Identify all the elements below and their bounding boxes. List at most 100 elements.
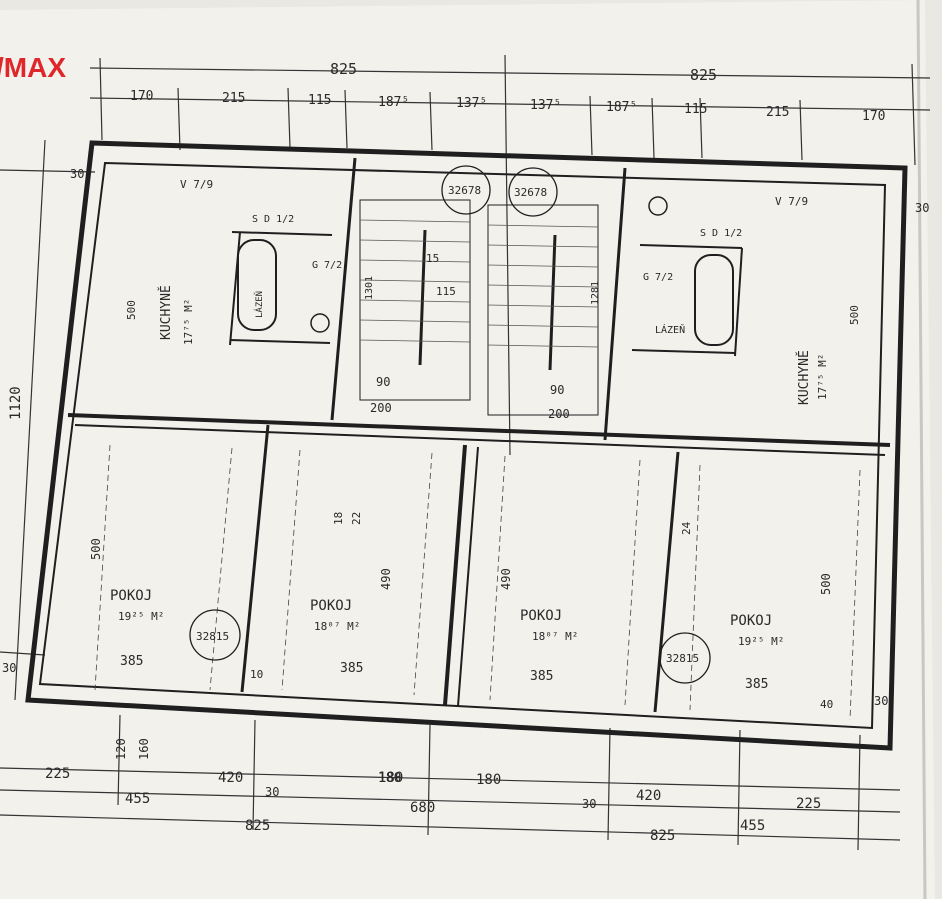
dim-top-seg-5: 137⁵ bbox=[456, 96, 487, 111]
room-kitchen-right-area: 17⁷⁵ M² bbox=[816, 354, 829, 400]
label-180-bottom: 180 bbox=[378, 771, 401, 786]
dim-top-seg-10: 170 bbox=[862, 109, 885, 124]
label-90-right: 90 bbox=[550, 383, 564, 397]
dim-bottom-r2-4: 30 bbox=[582, 797, 596, 811]
room-left-height: 500 bbox=[89, 538, 103, 560]
room-kitchen-left-area: 17⁷⁵ M² bbox=[182, 299, 195, 345]
basin-left bbox=[310, 313, 330, 333]
label-1301: 1301 bbox=[364, 276, 375, 300]
dim-bottom-seg-6: 225 bbox=[796, 796, 821, 812]
dim-top-right: 825 bbox=[690, 66, 717, 84]
dim-bottom-seg-2: 420 bbox=[218, 770, 243, 786]
marker-text-1: 32678 bbox=[448, 184, 481, 197]
label-160-bottom-left: 160 bbox=[137, 738, 151, 760]
room-mid-right-name: POKOJ bbox=[520, 608, 562, 624]
dim-top-seg-7: 187⁵ bbox=[606, 100, 637, 115]
dim-top-seg-4: 187⁵ bbox=[378, 95, 409, 110]
bathtub-right bbox=[694, 254, 734, 346]
room-mid-left-width: 385 bbox=[340, 661, 363, 676]
label-200-stairs-left: 200 bbox=[370, 401, 392, 415]
label-1281: 1281 bbox=[590, 281, 601, 305]
label-40-right: 40 bbox=[820, 698, 833, 711]
room-mid-left-name: POKOJ bbox=[310, 598, 352, 614]
room-left-area: 19²⁵ M² bbox=[118, 610, 164, 623]
dim-top-seg-9: 215 bbox=[766, 105, 789, 120]
dim-bottom-seg-4: 180 bbox=[476, 772, 501, 788]
basin-right bbox=[648, 196, 668, 216]
label-22-mid-left: 22 bbox=[350, 512, 363, 525]
label-10-mid-left: 10 bbox=[250, 668, 263, 681]
dim-top-seg-6: 137⁵ bbox=[530, 98, 561, 113]
label-window-left: V 7/9 bbox=[180, 178, 213, 191]
marker-circle-1 bbox=[441, 165, 491, 215]
room-mid-right-area: 18⁰⁷ M² bbox=[532, 630, 578, 643]
dim-right-top-gap: 30 bbox=[915, 201, 929, 215]
room-mid-right-width: 385 bbox=[530, 669, 553, 684]
room-bath-right-name: LÁZEŇ bbox=[655, 323, 685, 336]
label-sd-left: S D 1/2 bbox=[252, 214, 294, 225]
room-kitchen-right-name: KUCHYNĚ bbox=[796, 350, 812, 405]
room-kitchen-left-dim: 500 bbox=[125, 300, 138, 320]
dim-bottom-r2-2: 30 bbox=[265, 785, 279, 799]
marker-circle-2 bbox=[508, 167, 558, 217]
label-15-stairs: 15 bbox=[426, 252, 439, 265]
marker-text-3: 32815 bbox=[196, 630, 229, 643]
label-90-left: 90 bbox=[376, 375, 390, 389]
room-left-width: 385 bbox=[120, 654, 143, 669]
label-24-right: 24 bbox=[680, 521, 693, 535]
dim-bottom-seg-5: 420 bbox=[636, 788, 661, 804]
dim-right-bottom-gap: 30 bbox=[874, 694, 888, 708]
dim-bottom-seg-1: 225 bbox=[45, 766, 70, 782]
label-window-right: V 7/9 bbox=[775, 195, 808, 208]
marker-text-4: 32815 bbox=[666, 652, 699, 665]
dim-left-bottom-gap: 30 bbox=[2, 661, 16, 675]
dim-top-seg-1: 170 bbox=[130, 89, 153, 104]
dim-left-height: 1120 bbox=[8, 386, 24, 420]
left-dimension-lines bbox=[0, 139, 96, 701]
bathtub-left bbox=[237, 239, 277, 331]
marker-text-2: 32678 bbox=[514, 186, 547, 199]
room-bath-right-sub: G 7/2 bbox=[643, 272, 673, 283]
room-kitchen-right-dim: 500 bbox=[848, 305, 861, 325]
room-right-height: 500 bbox=[819, 573, 833, 595]
room-kitchen-left-name: KUCHYNĚ bbox=[158, 285, 174, 340]
label-120-bottom-left: 120 bbox=[114, 738, 128, 760]
dim-top-seg-8: 115 bbox=[684, 102, 707, 117]
room-mid-right-height: 490 bbox=[499, 568, 513, 590]
label-18-mid-left: 18 bbox=[332, 512, 345, 525]
outer-wall bbox=[25, 140, 908, 751]
top-dimension-lines bbox=[89, 54, 931, 456]
room-right-width: 385 bbox=[745, 677, 768, 692]
room-bath-left-name: LÁZEŇ bbox=[253, 291, 265, 318]
interior-walls bbox=[67, 157, 891, 713]
dim-top-seg-3: 115 bbox=[308, 93, 331, 108]
room-right-name: POKOJ bbox=[730, 613, 772, 629]
paper-edge bbox=[916, 0, 927, 899]
dim-bottom-seg-3: 180 bbox=[378, 770, 403, 786]
dim-left-top-gap: 30 bbox=[70, 167, 84, 181]
label-200-stairs-right: 200 bbox=[548, 407, 570, 421]
room-left-name: POKOJ bbox=[110, 588, 152, 604]
room-bath-left-sub: G 7/2 bbox=[312, 260, 342, 271]
bottom-dimension-lines bbox=[0, 714, 901, 851]
marker-circle-4 bbox=[659, 632, 711, 684]
brand-logo: /MAX bbox=[0, 52, 66, 83]
dim-bottom-r2-1: 455 bbox=[125, 791, 150, 807]
label-115-stairs: 115 bbox=[436, 285, 456, 298]
room-mid-left-height: 490 bbox=[379, 568, 393, 590]
marker-circle-3 bbox=[189, 609, 241, 661]
dim-top-seg-2: 215 bbox=[222, 91, 245, 106]
dim-bottom-r3-2: 825 bbox=[650, 828, 675, 844]
dim-bottom-r2-3: 680 bbox=[410, 800, 435, 816]
dim-top-left: 825 bbox=[330, 60, 357, 78]
label-sd-right: S D 1/2 bbox=[700, 228, 742, 239]
room-right-area: 19²⁵ M² bbox=[738, 635, 784, 648]
dim-bottom-r2-5: 455 bbox=[740, 818, 765, 834]
dashed-guides bbox=[94, 444, 861, 721]
stair-treads bbox=[359, 219, 599, 348]
room-mid-left-area: 18⁰⁷ M² bbox=[314, 620, 360, 633]
dim-bottom-r3-1: 825 bbox=[245, 818, 270, 834]
